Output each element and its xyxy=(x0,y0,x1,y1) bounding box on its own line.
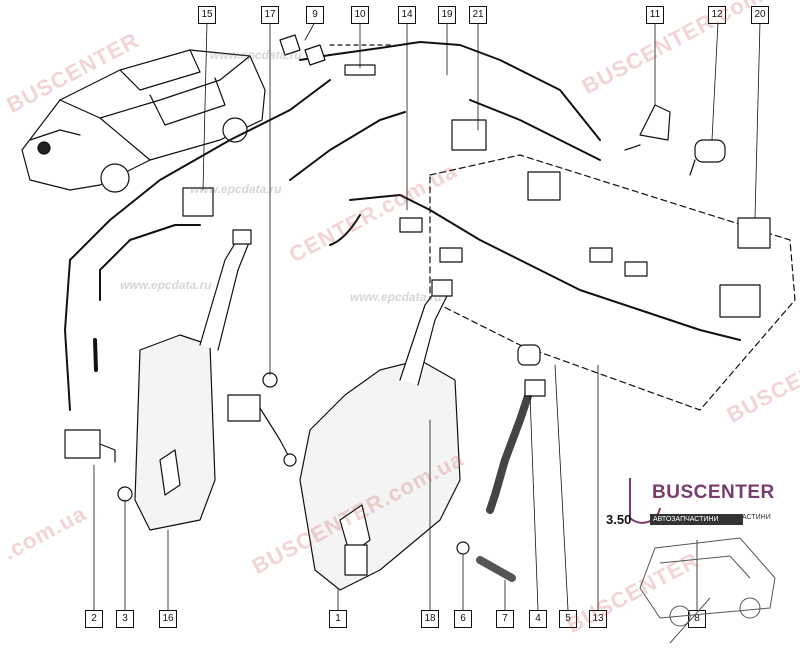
logo-name: BUSCENTER xyxy=(652,482,775,503)
callout-5: 5 xyxy=(559,610,577,628)
callout-20: 20 xyxy=(751,6,769,24)
callout-15: 15 xyxy=(198,6,216,24)
car-outline xyxy=(21,49,266,193)
callout-7: 7 xyxy=(496,610,514,628)
callout-11: 11 xyxy=(646,6,664,24)
callout-17: 17 xyxy=(261,6,279,24)
level-sensor xyxy=(456,541,516,582)
connectors xyxy=(182,119,771,318)
hoses xyxy=(64,41,741,411)
logo-number: 3.50 xyxy=(606,512,632,527)
buscenter-logo-block xyxy=(600,468,790,648)
clips xyxy=(279,34,376,76)
callout-14: 14 xyxy=(398,6,416,24)
callout-4: 4 xyxy=(529,610,547,628)
callout-19: 19 xyxy=(438,6,456,24)
callout-2: 2 xyxy=(85,610,103,628)
nozzles xyxy=(624,104,726,176)
callout-12: 12 xyxy=(708,6,726,24)
dashed-group-outline xyxy=(429,154,796,411)
filler-hose xyxy=(486,344,546,514)
leader-lines xyxy=(93,21,761,611)
callout-18: 18 xyxy=(421,610,439,628)
callout-3: 3 xyxy=(116,610,134,628)
pump-middle xyxy=(227,372,297,467)
callout-6: 6 xyxy=(454,610,472,628)
callout-10: 10 xyxy=(351,6,369,24)
callout-21: 21 xyxy=(469,6,487,24)
callout-13: 13 xyxy=(589,610,607,628)
pump-left xyxy=(64,429,133,502)
callout-1: 1 xyxy=(329,610,347,628)
callout-9: 9 xyxy=(306,6,324,24)
washer-tank-right xyxy=(299,279,461,591)
washer-tank-left xyxy=(134,229,252,531)
logo-tagline-suffix: АСТИНИ xyxy=(742,514,771,521)
logo-tagline: АВТОЗАПЧАСТИНИ xyxy=(650,514,743,525)
callout-16: 16 xyxy=(159,610,177,628)
